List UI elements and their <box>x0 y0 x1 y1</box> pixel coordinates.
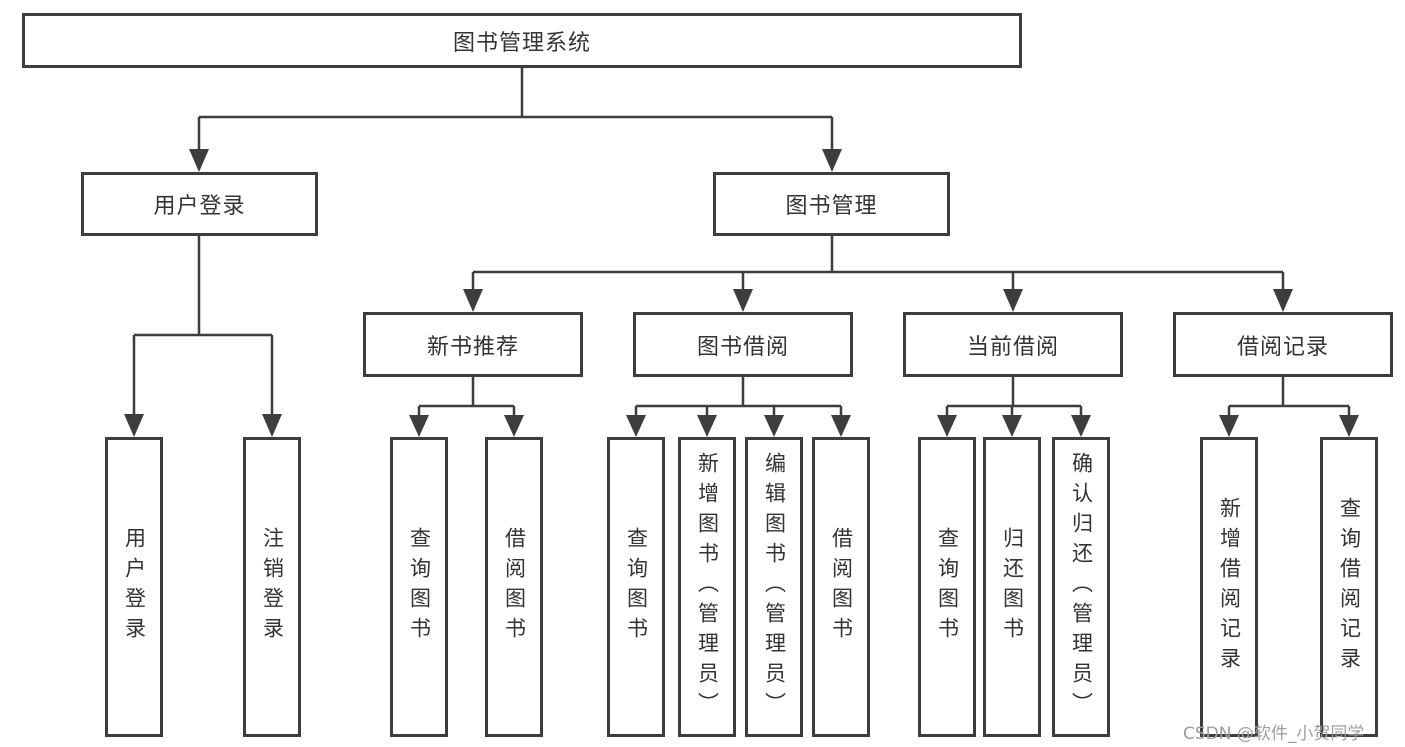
node-new-book-recommend: 新书推荐 <box>363 312 583 377</box>
node-user-login: 用户登录 <box>81 172 318 236</box>
leaf-add-books-admin: 新增图书（管理员） <box>678 437 736 737</box>
leaf-query-books-1: 查询图书 <box>390 437 448 737</box>
leaf-logout: 注销登录 <box>243 437 301 737</box>
connector-borrow-records-children <box>1219 377 1359 437</box>
connector-book-mgmt-children <box>463 236 1293 312</box>
leaf-return-books: 归还图书 <box>983 437 1041 737</box>
node-root: 图书管理系统 <box>22 13 1022 68</box>
connector-root-to-branches <box>189 67 842 172</box>
leaf-query-books-2: 查询图书 <box>607 437 665 737</box>
node-book-borrow: 图书借阅 <box>633 312 853 377</box>
leaf-query-borrow-record: 查询借阅记录 <box>1320 437 1378 737</box>
node-borrow-records: 借阅记录 <box>1173 312 1393 377</box>
connector-current-borrow-children <box>937 377 1091 437</box>
connector-new-books-children <box>409 377 524 437</box>
leaf-borrow-books-2: 借阅图书 <box>812 437 870 737</box>
leaf-confirm-return-admin: 确认归还（管理员） <box>1052 437 1110 737</box>
node-current-borrow: 当前借阅 <box>903 312 1123 377</box>
connector-book-borrow-children <box>626 377 851 437</box>
leaf-add-borrow-record: 新增借阅记录 <box>1200 437 1258 737</box>
node-book-mgmt: 图书管理 <box>713 172 950 236</box>
leaf-user-login: 用户登录 <box>105 437 163 737</box>
leaf-borrow-books-1: 借阅图书 <box>485 437 543 737</box>
leaf-edit-books-admin: 编辑图书（管理员） <box>745 437 803 737</box>
leaf-query-books-3: 查询图书 <box>918 437 976 737</box>
connector-user-login-children <box>124 236 282 437</box>
watermark: CSDN @软件_小贺同学 <box>1183 724 1365 744</box>
